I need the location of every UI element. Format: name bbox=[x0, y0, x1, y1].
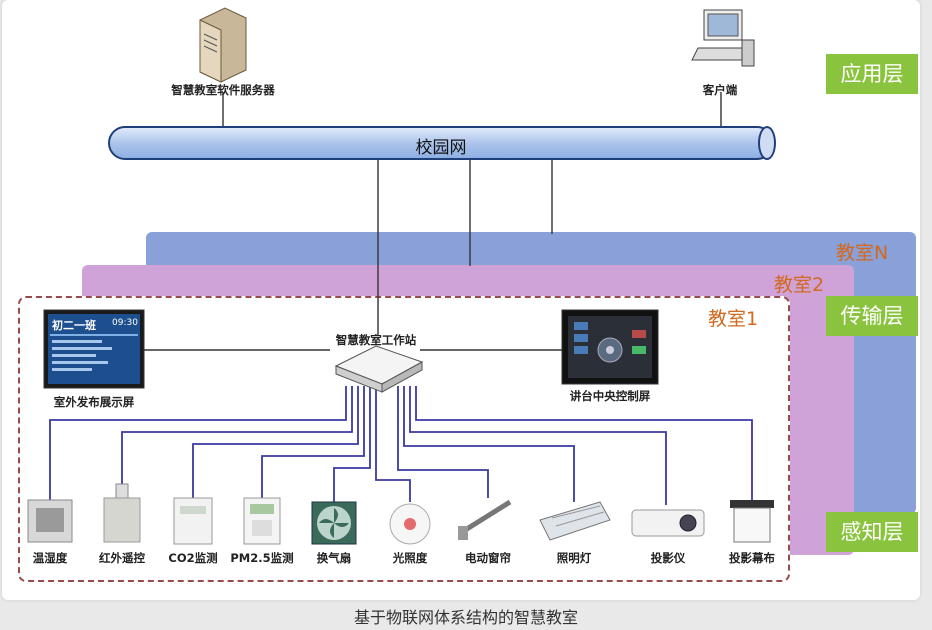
outdoor-screen-time: 09:30 bbox=[112, 318, 138, 328]
sensor-wires bbox=[49, 386, 753, 505]
sensor-label: PM2.5监测 bbox=[230, 551, 294, 565]
server-label: 智慧教室软件服务器 bbox=[171, 83, 275, 97]
lighting-icon bbox=[539, 501, 611, 541]
wire-1 bbox=[121, 386, 353, 494]
outdoor-display-label: 室外发布展示屏 bbox=[53, 395, 135, 409]
perception-layer-badge: 感知层 bbox=[826, 512, 918, 552]
sensor-label: 温湿度 bbox=[32, 551, 68, 565]
wire-5 bbox=[375, 386, 411, 502]
room-n-label: 教室N bbox=[836, 242, 889, 264]
ventilation-fan-icon bbox=[311, 501, 357, 545]
client-label: 客户端 bbox=[702, 83, 738, 97]
sensor-label: 电动窗帘 bbox=[465, 551, 511, 565]
temp-humidity-sensor-icon bbox=[27, 499, 73, 543]
ir-remote-icon bbox=[103, 483, 141, 543]
sensor-label: 照明灯 bbox=[556, 551, 592, 565]
wire-3 bbox=[261, 386, 365, 498]
curtain-motor-icon bbox=[458, 499, 512, 540]
application-layer-badge: 应用层 bbox=[826, 54, 918, 94]
sensor-label: 投影幕布 bbox=[729, 551, 775, 565]
light-sensor-icon bbox=[389, 503, 431, 545]
room-1-label: 教室1 bbox=[708, 308, 759, 330]
network-bus-end bbox=[758, 126, 776, 160]
network-links bbox=[143, 92, 722, 351]
sensor-label: CO2监测 bbox=[168, 551, 218, 565]
projection-screen-icon bbox=[730, 500, 774, 543]
wire-8 bbox=[409, 386, 667, 505]
sensor-label: 红外遥控 bbox=[99, 551, 145, 565]
pm25-monitor-icon bbox=[243, 497, 281, 545]
sensor-label: 投影仪 bbox=[650, 551, 686, 565]
sensor-label: 光照度 bbox=[392, 551, 428, 565]
projector-icon bbox=[631, 509, 705, 537]
wire-4 bbox=[333, 386, 371, 502]
wire-0 bbox=[49, 386, 347, 500]
wire-9 bbox=[415, 386, 753, 500]
outdoor-display-icon bbox=[43, 309, 145, 389]
campus-network-bus: 校园网 bbox=[108, 126, 774, 160]
campus-network-label: 校园网 bbox=[415, 138, 467, 158]
outdoor-screen-title: 初二一班 bbox=[52, 319, 96, 332]
figure-caption: 基于物联网体系结构的智慧教室 bbox=[353, 608, 578, 627]
wire-7 bbox=[403, 386, 575, 502]
client-computer-icon bbox=[691, 9, 755, 67]
co2-monitor-icon bbox=[173, 497, 213, 545]
workstation-icon bbox=[334, 345, 424, 393]
transport-layer-badge: 传输层 bbox=[826, 296, 918, 336]
room-2-label: 教室2 bbox=[774, 274, 825, 296]
wire-6 bbox=[397, 386, 489, 498]
sensor-label: 换气扇 bbox=[316, 551, 352, 565]
server-icon bbox=[199, 7, 247, 83]
control-screen-icon bbox=[561, 309, 659, 385]
wire-2 bbox=[192, 386, 359, 498]
workstation-label: 智慧教室工作站 bbox=[335, 333, 417, 347]
control-screen-label: 讲台中央控制屏 bbox=[569, 389, 651, 403]
